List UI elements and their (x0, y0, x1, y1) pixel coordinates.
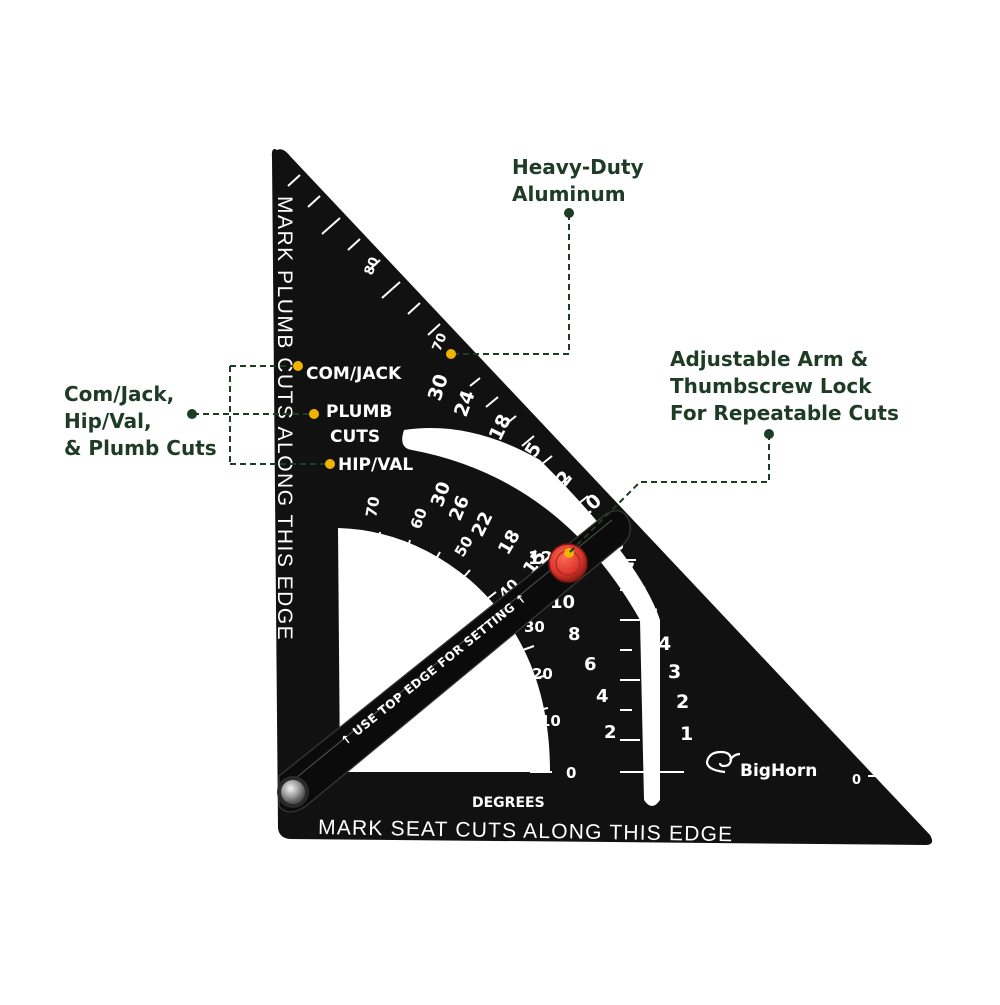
cuts-callout: Com/Jack, Hip/Val, & Plumb Cuts (64, 381, 217, 462)
hip-val-label: HIP/VAL (338, 455, 413, 475)
cuts-callout-line3: & Plumb Cuts (64, 436, 217, 460)
com-7: 7 (622, 559, 635, 581)
plumb-label: PLUMB (326, 402, 392, 422)
pivot-rivet (277, 776, 309, 808)
deg-0: 0 (566, 764, 576, 782)
arm-callout-line3: For Repeatable Cuts (670, 401, 899, 425)
arm-leader (568, 434, 770, 554)
edge-zero: 0 (852, 773, 861, 788)
cuts-callout-line1: Com/Jack, (64, 382, 175, 406)
aluminum-callout: Heavy-Duty Aluminum (512, 154, 644, 208)
brand-logo: BigHorn (705, 750, 817, 781)
deg-20: 20 (532, 665, 553, 683)
aluminum-leader (451, 214, 570, 355)
thumbscrew-knob[interactable] (548, 543, 588, 583)
degree-arc-ticks (377, 531, 552, 773)
callout-dots (187, 208, 774, 469)
cuts-callout-line2: Hip/Val, (64, 409, 152, 433)
cuts-leader (193, 365, 330, 465)
aluminum-callout-line2: Aluminum (512, 182, 626, 206)
com-jack-label: COM/JACK (306, 364, 402, 384)
com-6: 6 (634, 583, 647, 605)
com-4: 4 (658, 633, 671, 655)
arm-callout-line2: Thumbscrew Lock (670, 374, 872, 398)
cuts-label: CUTS (330, 427, 380, 447)
deg-30: 30 (524, 618, 545, 636)
rise-scale-ticks (620, 559, 900, 777)
callout-leaders (193, 214, 770, 554)
deg-70: 70 (362, 495, 383, 519)
rise-4: 4 (596, 686, 609, 707)
rise-8: 8 (568, 624, 581, 645)
rise-6: 6 (584, 654, 597, 675)
left-edge-text: MARK PLUMB CUTS ALONG THIS EDGE (273, 196, 296, 641)
ram-horn-icon (705, 750, 741, 774)
rise-2: 2 (604, 722, 617, 743)
square-body (271, 149, 933, 845)
arm-instruction-text: ↑ USE TOP EDGE FOR SETTING ↑ (338, 590, 530, 748)
com-5: 5 (646, 605, 659, 627)
arm-callout: Adjustable Arm & Thumbscrew Lock For Rep… (670, 346, 899, 427)
degrees-label: DEGREES (472, 795, 545, 811)
com-1: 1 (680, 723, 693, 745)
aluminum-callout-line1: Heavy-Duty (512, 155, 644, 179)
scale-70: 70 (430, 331, 451, 353)
brand-name: BigHorn (740, 761, 817, 781)
com-2: 2 (676, 691, 689, 713)
com-3: 3 (668, 661, 681, 683)
arm-callout-line1: Adjustable Arm & (670, 347, 869, 371)
hypotenuse-ticks (287, 174, 441, 336)
deg-10: 10 (540, 712, 561, 730)
scale-80: 80 (362, 255, 383, 277)
